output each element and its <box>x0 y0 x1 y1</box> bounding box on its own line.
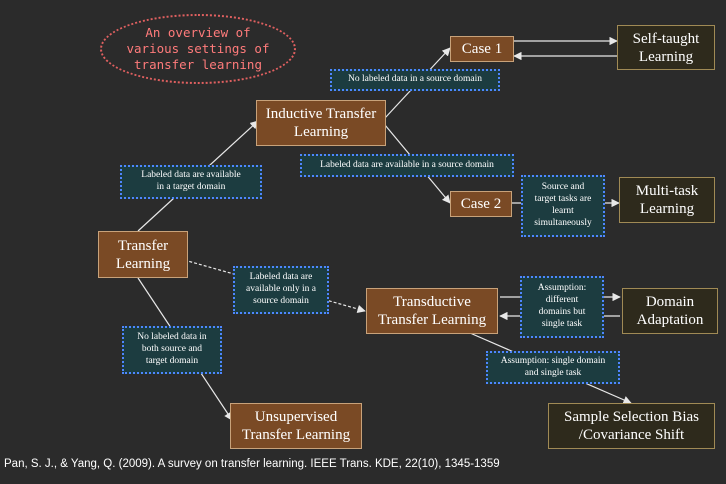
node-sample-selection-bias: Sample Selection Bias /Covariance Shift <box>548 403 715 449</box>
node-domain-adaptation: Domain Adaptation <box>622 288 718 334</box>
condition-labeled-only-source: Labeled data are available only in a sou… <box>233 266 329 314</box>
condition-labeled-target-domain: Labeled data are available in a target d… <box>120 165 262 199</box>
citation-text: Pan, S. J., & Yang, Q. (2009). A survey … <box>4 458 500 470</box>
condition-no-labeled-both-domains: No labeled data in both source and targe… <box>122 326 222 374</box>
node-self-taught-learning: Self-taught Learning <box>617 25 715 70</box>
condition-labeled-source-domain: Labeled data are available in a source d… <box>300 154 514 177</box>
node-inductive-transfer-learning: Inductive Transfer Learning <box>256 100 386 146</box>
node-multi-task-learning: Multi-task Learning <box>619 177 715 223</box>
condition-no-labeled-source-domain: No labeled data in a source domain <box>330 69 500 91</box>
diagram-title: An overview of various settings of trans… <box>100 14 296 84</box>
condition-different-domains-single-task: Assumption: different domains but single… <box>520 276 604 338</box>
node-transfer-learning: Transfer Learning <box>98 231 188 278</box>
node-unsupervised-transfer-learning: Unsupervised Transfer Learning <box>230 403 362 449</box>
node-transductive-transfer-learning: Transductive Transfer Learning <box>366 288 498 334</box>
node-case-2: Case 2 <box>450 191 512 217</box>
condition-tasks-learnt-simultaneously: Source and target tasks are learnt simul… <box>521 175 605 237</box>
node-case-1: Case 1 <box>450 36 514 62</box>
condition-single-domain-single-task: Assumption: single domain and single tas… <box>486 351 620 384</box>
